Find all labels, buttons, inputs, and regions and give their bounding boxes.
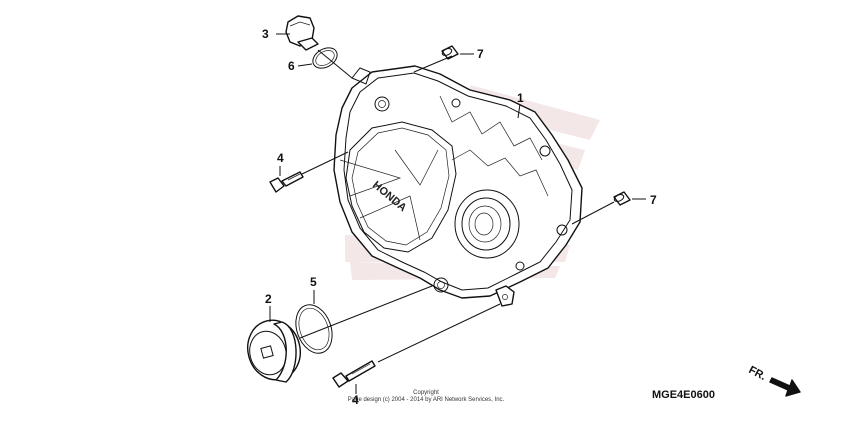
cover-cap-plug xyxy=(247,319,301,383)
callout-2: 2 xyxy=(265,292,272,306)
flange-bolt-upper xyxy=(269,171,304,193)
callout-6: 6 xyxy=(288,59,295,73)
callout-5: 5 xyxy=(310,275,317,289)
dowel-pin-right xyxy=(613,191,631,206)
callout-1: 1 xyxy=(517,91,524,105)
oil-filler-cap xyxy=(285,15,319,51)
leader-lines xyxy=(269,33,646,394)
o-ring-small xyxy=(312,47,338,69)
crankcase-cover: HONDA xyxy=(333,65,583,307)
copyright-line-2: Page design (c) 2004 - 2014 by ARI Netwo… xyxy=(348,397,505,403)
copyright-line-1: Copyright xyxy=(413,390,439,396)
dowel-pin-upper xyxy=(441,45,459,60)
direction-label: FR. xyxy=(747,364,768,383)
callout-4-lower: 4 xyxy=(352,393,359,407)
front-direction-arrow-icon: FR. xyxy=(747,364,801,397)
flange-bolt-lower xyxy=(332,360,376,388)
callout-3: 3 xyxy=(262,27,269,41)
callout-7-right: 7 xyxy=(650,193,657,207)
o-ring-large xyxy=(295,304,333,354)
diagram-code: MGE4E0600 xyxy=(652,389,715,401)
callout-4-upper: 4 xyxy=(277,151,284,165)
callout-7-upper: 7 xyxy=(477,47,484,61)
